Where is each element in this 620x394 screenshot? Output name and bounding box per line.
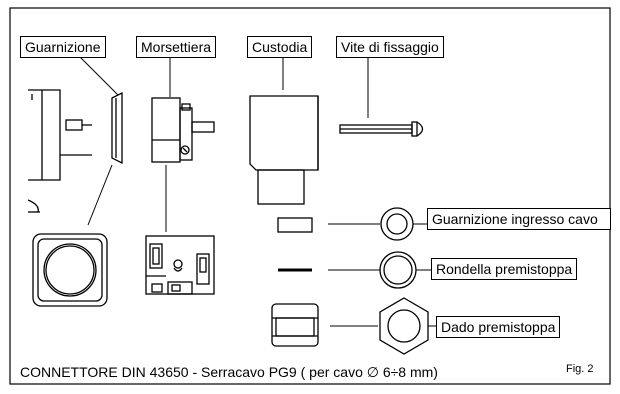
gasket-front	[32, 233, 108, 307]
label-guarnizione-ingresso: Guarnizione ingresso cavo	[427, 208, 611, 230]
gasket-side	[111, 91, 123, 165]
label-vite-fissaggio: Vite di fissaggio	[336, 36, 444, 58]
label-guarnizione: Guarnizione	[20, 36, 106, 58]
label-morsettiera: Morsettiera	[136, 36, 217, 58]
cable-inlet-gasket-front	[380, 207, 414, 241]
fixing-screw	[339, 121, 424, 137]
leader-lines	[77, 54, 436, 327]
terminal-block-front	[145, 235, 215, 295]
gland-nut-side	[271, 303, 319, 347]
label-custodia: Custodia	[247, 36, 313, 58]
connector-housing-side	[27, 89, 92, 213]
label-dado: Dado premistoppa	[436, 316, 561, 338]
label-rondella: Rondella premistoppa	[431, 258, 578, 280]
washer-front	[379, 251, 417, 289]
cable-inlet-gasket-side	[277, 217, 313, 233]
gland-nut-front	[379, 297, 429, 355]
figure-caption: CONNETTORE DIN 43650 - Serracavo PG9 ( p…	[20, 364, 438, 380]
cover-housing	[249, 95, 319, 205]
frame	[9, 7, 611, 385]
figure-number: Fig. 2	[566, 363, 594, 375]
terminal-block-side	[151, 97, 215, 163]
